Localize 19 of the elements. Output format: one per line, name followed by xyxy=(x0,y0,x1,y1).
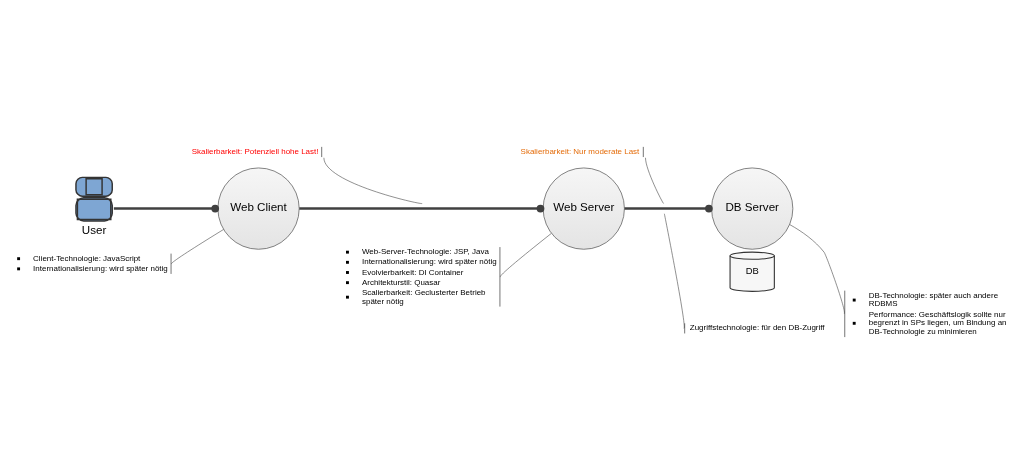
node-text: Skalierbarkeit: Potenziell hohe Last! xyxy=(191,147,319,156)
node-circle: Web Client xyxy=(217,167,300,250)
connector xyxy=(789,224,845,315)
node-text: Zugriffstechnologie: für den DB-Zugriff xyxy=(689,323,825,333)
node-text: Web-Server-Technologie: JSP, Java Internationalisierung: wird später nötig Evolvierbarkeit: DI Container Architekturstil: Quasar Scalierbarkeit: Geclusterter Betrieb später nötig xyxy=(361,247,497,306)
connector xyxy=(171,229,224,265)
connector xyxy=(664,213,685,329)
connector xyxy=(113,204,220,213)
node-label: User xyxy=(81,222,107,236)
connector xyxy=(323,157,423,204)
connector xyxy=(500,233,552,278)
node-text: Skalierbarkeit: Nur moderate Last xyxy=(520,147,640,156)
node-text: Client-Technologie: JavaScript Internationalisierung: wird später nötig xyxy=(33,253,168,273)
connector xyxy=(624,204,713,213)
node-circle: Web Server xyxy=(542,167,625,250)
connector xyxy=(645,157,664,204)
connector xyxy=(299,204,545,213)
node-text: DB-Technologie: später auch andere RDBMS Performance: Geschäftslogik sollte nur begrenzt in SPs liegen, um Bindung an DB-Technologie zu minimieren xyxy=(868,290,1007,337)
node-circle: DB Server xyxy=(711,167,794,250)
